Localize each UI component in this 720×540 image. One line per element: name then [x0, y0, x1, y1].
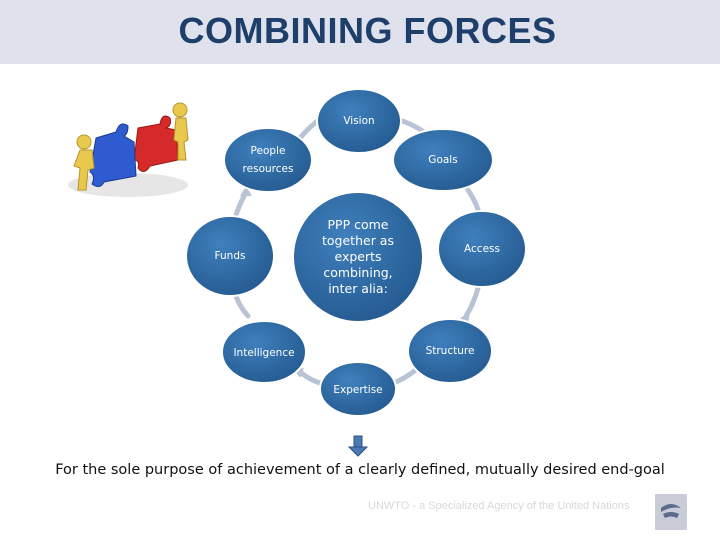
- node-structure-label: Structure: [425, 345, 475, 357]
- tagline: For the sole purpose of achievement of a…: [55, 462, 665, 478]
- node-intelligence: [221, 320, 307, 384]
- node-vision: [316, 88, 402, 154]
- node-people-label: People resources: [242, 145, 294, 175]
- node-vision-label: Vision: [343, 115, 375, 127]
- title-bar: [0, 0, 720, 64]
- page-title: COMBINING FORCES: [178, 10, 557, 51]
- down-arrow-icon: [347, 435, 369, 457]
- node-intelligence-label: Intelligence: [233, 347, 295, 359]
- node-center: [292, 191, 424, 323]
- node-access: [437, 210, 527, 288]
- node-funds: [185, 215, 275, 297]
- center-label: PPP come together as experts combining, …: [322, 217, 394, 296]
- node-people: [223, 127, 313, 193]
- node-goals: [392, 128, 494, 192]
- node-expertise: [319, 361, 397, 417]
- arrow-access-structure: [463, 285, 481, 319]
- footer-text: UNWTO - a Specialized Agency of the Unit…: [368, 500, 630, 512]
- puzzle-figures-icon: [68, 102, 189, 197]
- node-funds-label: Funds: [214, 250, 246, 262]
- node-structure: [407, 318, 493, 384]
- node-goals-label: Goals: [428, 154, 458, 166]
- node-access-label: Access: [464, 243, 500, 255]
- unwto-logo-icon: [655, 494, 687, 530]
- node-expertise-label: Expertise: [333, 384, 383, 396]
